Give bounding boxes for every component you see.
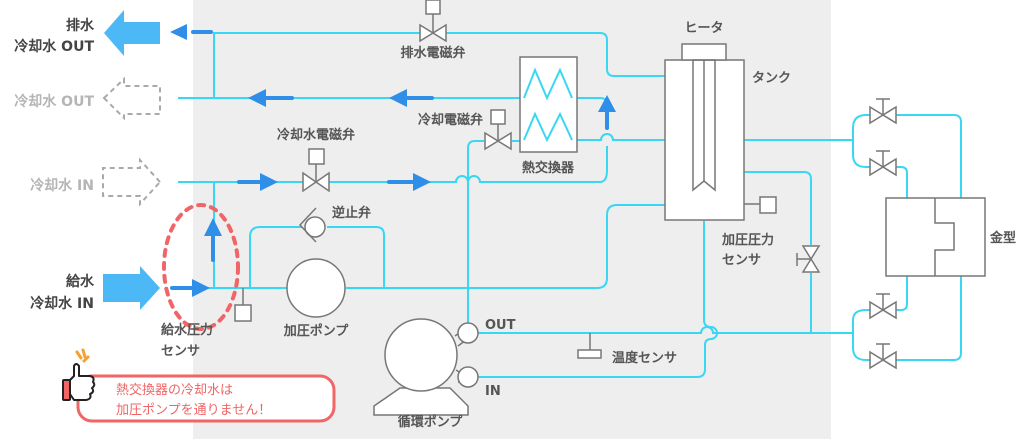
label-drain-out-1: 排水 bbox=[66, 17, 95, 34]
label-supply-pressure-sensor-2: センサ bbox=[161, 344, 200, 359]
highlight-circle bbox=[162, 203, 240, 331]
relief-valve bbox=[796, 245, 821, 273]
label-drain-out-2: 冷却水 OUT bbox=[14, 38, 94, 55]
flow-arrows bbox=[170, 24, 616, 297]
pipe-pump-in bbox=[478, 221, 718, 378]
label-pressure-sensor-2: センサ bbox=[722, 253, 761, 268]
label-pump-in: IN bbox=[485, 384, 501, 399]
thumbs-up-icon bbox=[62, 348, 96, 401]
pipe-mold-bottom-b bbox=[896, 276, 962, 361]
note-line-2: 加圧ポンプを通りません！ bbox=[116, 403, 271, 418]
label-tank: タンク bbox=[752, 71, 791, 86]
label-drain-solenoid: 排水電磁弁 bbox=[400, 45, 465, 61]
supply-pressure-sensor bbox=[234, 288, 252, 322]
cooling-solenoid-valve bbox=[484, 109, 512, 151]
label-booster-pump: 加圧ポンプ bbox=[283, 323, 350, 339]
pipe-mold-bottom-manifold bbox=[823, 309, 870, 361]
label-check-valve: 逆止弁 bbox=[332, 205, 371, 221]
label-circulation-pump: 循環ポンプ bbox=[398, 414, 464, 430]
pipe-mold-top-a bbox=[896, 114, 962, 198]
drain-out-arrow bbox=[104, 10, 160, 56]
temperature-sensor bbox=[577, 333, 602, 359]
flow-arrow-cooling-out-left-2 bbox=[389, 89, 434, 107]
tank bbox=[664, 43, 745, 221]
pipe-hx-feed bbox=[467, 140, 484, 330]
pipes bbox=[178, 32, 962, 378]
cooling-water-solenoid-valve bbox=[302, 148, 330, 193]
label-heater: ヒータ bbox=[684, 21, 723, 36]
label-temperature-sensor: 温度センサ bbox=[612, 350, 677, 366]
cooling-in-arrow-inactive bbox=[102, 157, 162, 207]
label-heat-exchanger: 熱交換器 bbox=[522, 160, 575, 176]
flow-arrow-cooling-out-left bbox=[248, 89, 294, 107]
booster-pump bbox=[286, 258, 346, 318]
pipe-mold-top-manifold bbox=[852, 114, 870, 168]
mold-valve-top-2 bbox=[869, 150, 897, 177]
label-mold: 金型 bbox=[989, 230, 1016, 246]
flow-arrow-cooling-in-right-2 bbox=[387, 173, 431, 191]
pipe-hx-bypass bbox=[467, 146, 608, 183]
label-cooling-solenoid: 冷却電磁弁 bbox=[418, 112, 483, 128]
flow-arrow-hx-up bbox=[598, 95, 616, 130]
pipe-tank-to-hx bbox=[573, 133, 667, 141]
flow-arrow-supply-up bbox=[204, 218, 222, 262]
cooling-out-arrow-inactive bbox=[102, 76, 161, 121]
label-pressure-sensor-1: 加圧圧力 bbox=[721, 232, 774, 248]
pipe-tank-relief bbox=[743, 171, 812, 245]
flow-arrow-cooling-in-right bbox=[237, 173, 278, 191]
flow-arrow-drain-left bbox=[170, 24, 213, 40]
mold-valve-top-1 bbox=[869, 98, 897, 125]
pipe-drain-out bbox=[213, 32, 667, 77]
label-supply-in-2: 冷却水 IN bbox=[30, 295, 94, 312]
note-callout: 熱交換器の冷却水は 加圧ポンプを通りません！ bbox=[76, 374, 336, 423]
flow-arrow-supply-right bbox=[170, 279, 210, 297]
pipe-supply-after-pump bbox=[346, 204, 667, 289]
label-supply-pressure-sensor-1: 給水圧力 bbox=[161, 322, 213, 338]
supply-in-arrow bbox=[103, 266, 160, 310]
note-line-1: 熱交換器の冷却水は bbox=[116, 382, 233, 398]
mold bbox=[885, 197, 986, 277]
label-cooling-water-solenoid: 冷却水電磁弁 bbox=[277, 127, 355, 143]
label-cooling-in: 冷却水 IN bbox=[30, 177, 94, 194]
mold-valve-bottom-2 bbox=[869, 343, 897, 370]
pipe-check-bypass-2 bbox=[327, 226, 385, 288]
tank-pressure-sensor bbox=[744, 196, 777, 214]
pipe-mold-bottom-a bbox=[896, 276, 908, 311]
label-pump-out: OUT bbox=[485, 318, 516, 333]
mold-valve-bottom-1 bbox=[869, 293, 897, 320]
drain-solenoid-valve bbox=[419, 0, 447, 43]
check-valve bbox=[298, 207, 326, 243]
label-cooling-out: 冷却水 OUT bbox=[14, 93, 94, 110]
label-supply-in-1: 給水 bbox=[66, 273, 95, 290]
heat-exchanger bbox=[519, 56, 578, 153]
pipe-mold-top-b bbox=[896, 166, 908, 198]
circulation-pump bbox=[373, 318, 479, 416]
pipe-check-bypass bbox=[249, 226, 302, 288]
